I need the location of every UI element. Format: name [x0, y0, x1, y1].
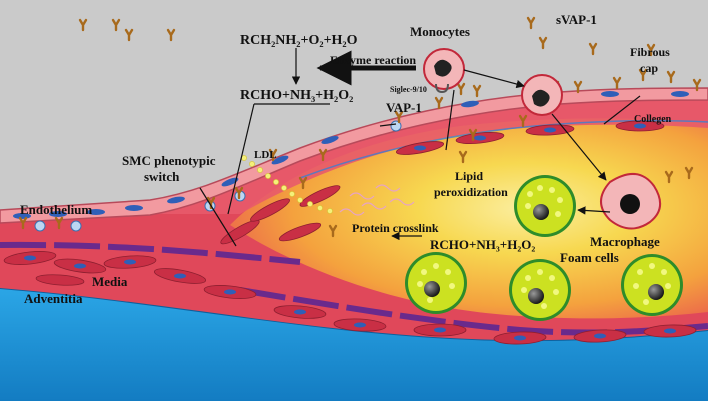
adventitia-layer [0, 288, 708, 401]
macrophage-icon [600, 173, 661, 230]
endothelium-label: Endothelium [20, 202, 92, 217]
smc-switch-label-line2: switch [144, 169, 180, 184]
enzyme-reaction-label: Enzyme reaction [330, 53, 416, 67]
fibrous-cap-label-line2: cap [640, 61, 658, 75]
foam-cells-label: Foam cells [560, 250, 619, 265]
enzyme-products-label: RCHO+NH₃+H₂O₂ [240, 88, 353, 103]
elastic-lamina [0, 241, 301, 265]
vap1-label: VAP-1 [386, 100, 422, 115]
monocyte-icon-adherent [521, 74, 563, 116]
plaque-core [230, 118, 708, 319]
monocytes-label: Monocytes [410, 24, 470, 39]
smooth-muscle-cells [3, 120, 697, 345]
connector-arrows [199, 48, 641, 247]
lipid-perox-label-line1: Lipid [455, 169, 483, 183]
protein-crosslink-fibers [339, 184, 415, 216]
svap1-label: sVAP-1 [556, 12, 597, 27]
endothelium-layer [0, 87, 708, 224]
lipid-perox-label-line2: peroxidization [434, 185, 508, 199]
fibrous-cap [150, 99, 708, 214]
smc-nuclei [24, 123, 676, 341]
siglec-receptor-icon [435, 83, 449, 94]
foam-cell-icon [405, 175, 683, 321]
ldl-particles [241, 155, 333, 214]
macrophage-label: Macrophage [590, 234, 660, 249]
collagen-label: Collegen [634, 114, 672, 125]
adventitia-label: Adventitia [24, 291, 83, 306]
media-label: Media [92, 274, 128, 289]
ldl-label: LDL [254, 149, 277, 161]
smc-switch-label-line1: SMC phenotypic [122, 153, 216, 168]
protein-crosslink-label: Protein crosslink [352, 221, 439, 235]
monocyte-icon [423, 48, 465, 90]
siglec-label: Siglec-9/10 [390, 85, 427, 94]
fibrous-cap-label-line1: Fibrous [630, 45, 670, 59]
enzyme-substrates-label: RCH₂NH₂+O₂+H₂O [240, 33, 358, 48]
plaque-products-label: RCHO+NH₃+H₂O₂ [430, 237, 535, 252]
vap1-receptor-icon [18, 16, 702, 238]
